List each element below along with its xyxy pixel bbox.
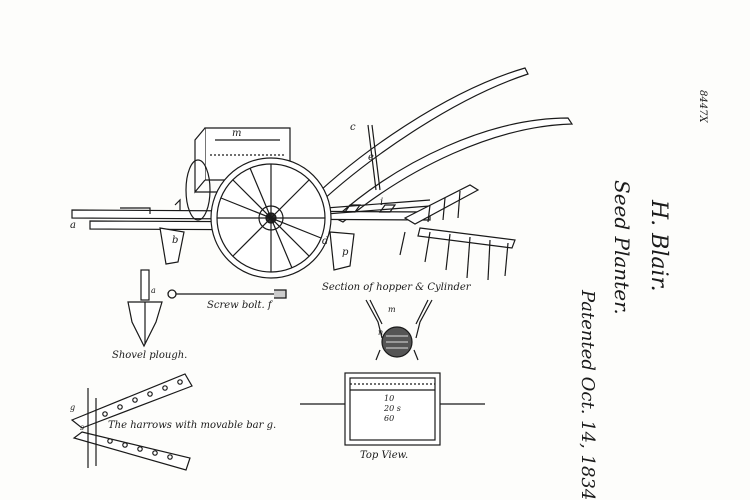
shovel-plough-caption: Shovel plough. [112,350,187,361]
handles [298,67,574,223]
front-shovel [159,227,185,265]
letter-e: e [368,152,374,163]
invention-title: Seed Planter. [610,180,634,315]
harrows-figure [70,373,193,471]
size-60: 60 [384,414,394,423]
letter-i: i [380,197,383,208]
seed-planter-machine [71,67,574,281]
letter-b: b [172,235,178,246]
letter-n-section: n [378,328,383,337]
screw-bolt-caption: Screw bolt. f [207,300,274,311]
patent-date: Patented Oct. 14, 1834. [577,289,598,500]
letter-c: c [350,122,356,133]
letter-s: s [80,423,84,432]
patent-number: 8447X [697,90,708,123]
letter-m-section: m [388,305,396,314]
size-20: 20 s [383,404,401,413]
harrows-caption: The harrows with movable bar g. [108,420,276,431]
screw-bolt-figure [167,289,287,299]
letter-m-hopper: m [232,128,241,139]
size-10: 10 [384,394,394,403]
letter-a: a [70,220,76,231]
rear-shovel [329,231,355,271]
shovel-plough-figure [127,269,163,348]
letter-d: d [322,236,328,247]
letter-p: p [342,247,349,258]
letter-g: g [70,403,75,412]
inventor-name: H. Blair. [646,199,671,292]
hopper-section-figure [365,299,433,361]
top-view-caption: Top View. [360,450,408,461]
letter-a-plough: a [151,286,156,295]
top-view-figure [300,372,485,446]
harrow-rack [399,184,516,281]
drive-wheel [210,157,332,279]
section-caption: Section of hopper & Cylinder [322,282,472,293]
rear-drum [185,159,211,221]
